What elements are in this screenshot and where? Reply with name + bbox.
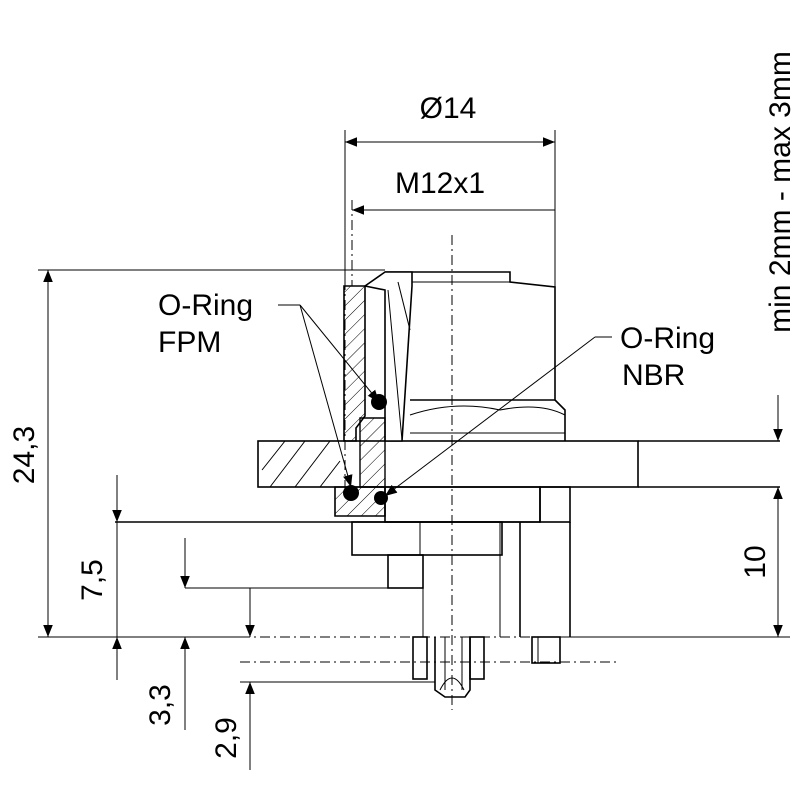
dimension-panel-thickness: min 2mm - max 3mm — [764, 51, 797, 533]
nbr-label-line1: O-Ring — [620, 322, 715, 355]
mounting-panel — [257, 440, 780, 488]
dimension-thread: M12x1 — [352, 167, 555, 215]
height-7-5-label: 7,5 — [76, 559, 109, 601]
height-3-3-label: 3,3 — [144, 684, 177, 726]
o-ring-fpm-lower — [343, 485, 359, 501]
thread-label: M12x1 — [395, 167, 485, 200]
fpm-label-line2: FPM — [158, 326, 221, 359]
connector-lower-body — [115, 521, 571, 698]
fpm-label-line1: O-Ring — [158, 289, 253, 322]
dimension-2-9: 2,9 — [210, 588, 435, 770]
nbr-label-line2: NBR — [622, 359, 685, 392]
dimension-3-3: 3,3 — [144, 538, 423, 730]
center-lines — [240, 180, 620, 710]
panel-thickness-label: min 2mm - max 3mm — [764, 51, 797, 333]
o-ring-nbr — [374, 491, 388, 505]
panel-height-label: 10 — [739, 545, 772, 578]
diameter-label: Ø14 — [420, 92, 477, 125]
callout-o-ring-nbr: O-Ring NBR — [384, 322, 715, 497]
dimension-7-5: 7,5 — [76, 475, 122, 680]
dimension-panel-height: 10 — [570, 487, 790, 638]
dimension-diameter: Ø14 — [344, 92, 556, 287]
height-2-9-label: 2,9 — [210, 717, 243, 759]
callout-o-ring-fpm: O-Ring FPM — [158, 289, 380, 488]
dimension-total-height: 24,3 — [8, 269, 385, 638]
total-height-label: 24,3 — [8, 426, 41, 484]
